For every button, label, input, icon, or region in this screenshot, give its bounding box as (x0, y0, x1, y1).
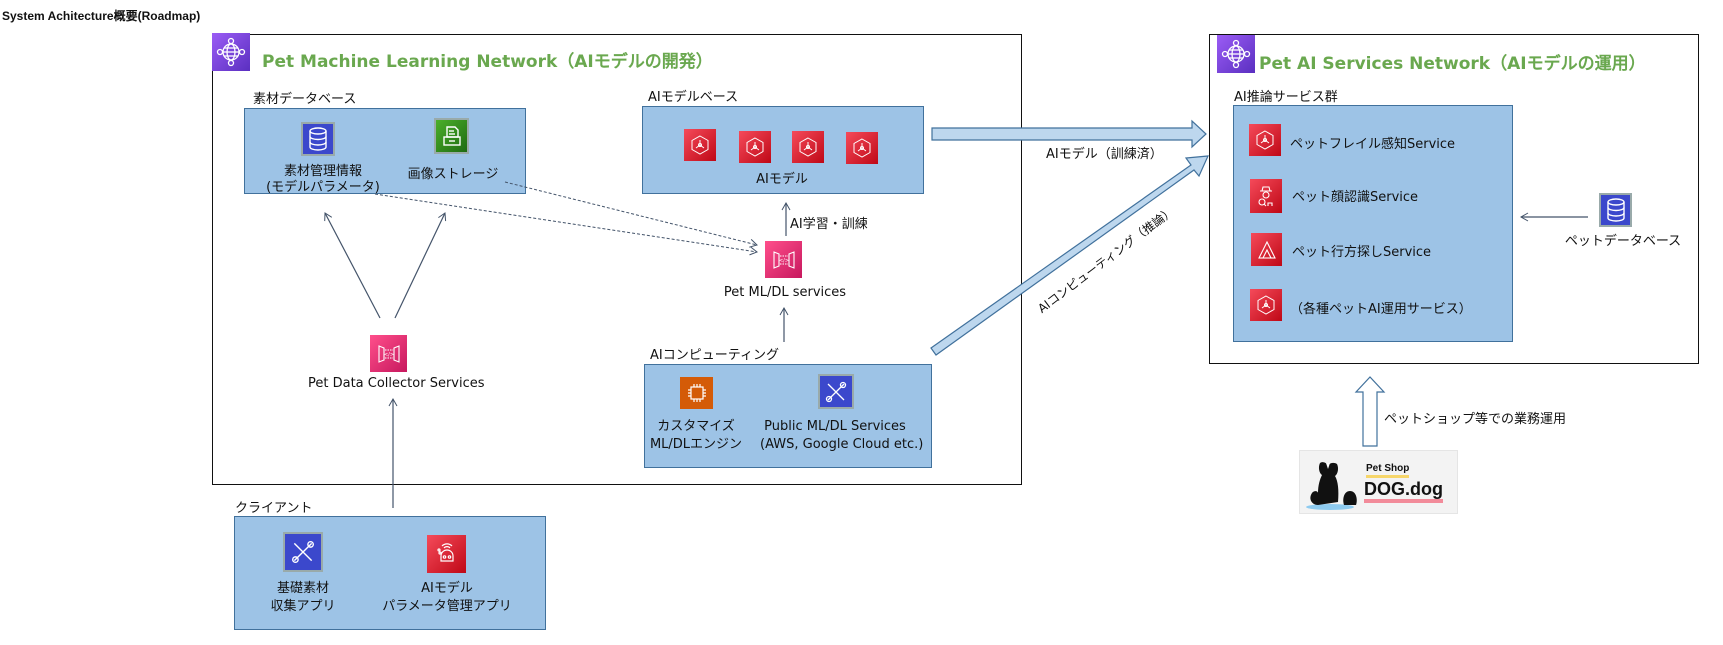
robot-icon[interactable] (427, 535, 466, 573)
search-a-icon[interactable] (1251, 233, 1282, 266)
pet-shop-logo: Pet Shop DOG.dog (1299, 450, 1458, 514)
client-label: クライアント (235, 501, 313, 516)
logo-line2: DOG.dog (1364, 479, 1443, 503)
model-base-label: AIモデルベース (648, 90, 739, 105)
tools-icon[interactable] (818, 374, 854, 409)
material-info-label: 素材管理情報 (モデルパラメータ) (266, 164, 380, 195)
custom-engine-label: カスタマイズ ML/DLエンジン (649, 419, 743, 452)
service-frailty[interactable]: ペットフレイル感知Service (1290, 137, 1456, 152)
collector-label: Pet Data Collector Services (308, 376, 485, 391)
svg-text:</>: </> (383, 352, 393, 358)
chip-icon[interactable] (680, 377, 713, 409)
computing-transfer-label: AIコンピューティング（推論） (1035, 204, 1178, 316)
ml-model-icon[interactable] (792, 131, 824, 163)
service-face-recognition[interactable]: ペット顔認識Service (1292, 190, 1419, 205)
service-pet-finder[interactable]: ペット行方探しService (1292, 245, 1432, 260)
tools-icon[interactable] (283, 532, 323, 572)
service-other[interactable]: （各種ペットAI運用サービス） (1290, 302, 1472, 317)
ai-network-title: Pet AI Services Network（AIモデルの運用） (1259, 54, 1646, 74)
ml-model-icon[interactable] (684, 129, 716, 161)
api-gateway-icon[interactable]: </> (765, 241, 802, 278)
public-services-label: Public ML/DL Services (AWS, Google Cloud… (760, 419, 924, 452)
pet-db-label: ペットデータベース (1564, 234, 1682, 249)
computing-label: AIコンピューティング (650, 348, 779, 363)
api-gateway-icon[interactable]: </> (370, 335, 407, 372)
ml-model-icon[interactable] (846, 132, 878, 164)
face-detective-icon[interactable] (1250, 179, 1282, 213)
svg-text:</>: </> (778, 258, 788, 264)
network-globe-icon (212, 33, 250, 71)
material-db-label: 素材データベース (253, 92, 357, 107)
logo-line1: Pet Shop (1366, 463, 1410, 478)
ml-network-title: Pet Machine Learning Network（AIモデルの開発） (262, 52, 713, 72)
services-group-label: AI推論サービス群 (1234, 90, 1338, 105)
model-caption: AIモデル (756, 172, 808, 187)
param-app-label: AIモデル パラメータ管理アプリ (382, 581, 512, 614)
page-title: System Achitecture概要(Roadmap) (2, 9, 201, 23)
storage-icon[interactable] (434, 118, 469, 154)
model-cube-icon[interactable] (1250, 289, 1282, 321)
block-arrow-shop-operation (1354, 376, 1386, 447)
shop-operation-label: ペットショップ等での業務運用 (1384, 412, 1567, 427)
database-icon[interactable] (1599, 193, 1632, 227)
dog-silhouette-icon (1306, 462, 1357, 510)
model-transfer-label: AIモデル（訓練済） (1046, 147, 1163, 162)
training-label: AI学習・訓練 (790, 217, 868, 232)
ml-services-label: Pet ML/DL services (723, 285, 847, 300)
ml-model-icon[interactable] (739, 131, 771, 163)
material-db-box (244, 108, 526, 194)
model-cube-icon[interactable] (1249, 124, 1281, 156)
collector-app-label: 基礎素材 収集アプリ (270, 581, 336, 614)
image-storage-label: 画像ストレージ (407, 167, 499, 182)
database-icon[interactable] (301, 122, 335, 156)
network-globe-icon (1217, 35, 1255, 73)
